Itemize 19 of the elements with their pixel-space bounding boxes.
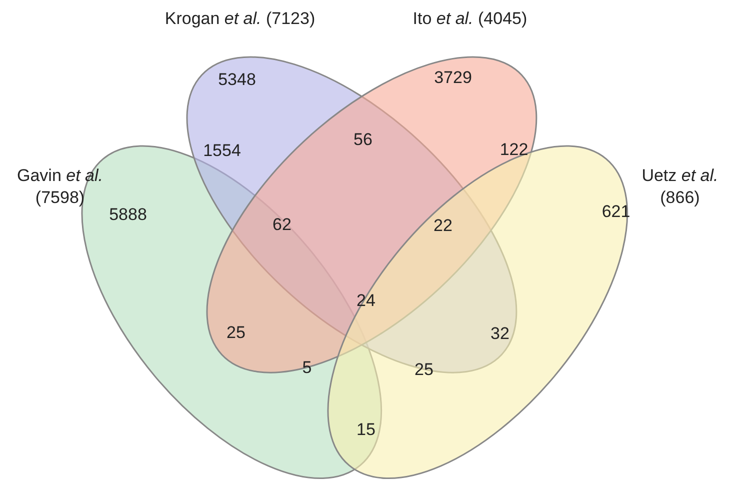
count-label: 122 <box>500 140 528 160</box>
count-label: 62 <box>272 215 292 235</box>
count-label: 5888 <box>109 205 147 225</box>
count-label: 22 <box>434 216 452 236</box>
count-label: 56 <box>354 130 372 150</box>
set-label: Ito et al. (4045) <box>412 8 528 30</box>
count-label: 1554 <box>203 141 241 161</box>
set-label: Krogan et al. (7123) <box>164 8 316 30</box>
count-label: 5348 <box>218 70 256 90</box>
count-label: 3729 <box>434 68 472 88</box>
count-label: 24 <box>356 291 376 311</box>
count-label: 15 <box>356 420 376 440</box>
count-label: 25 <box>414 360 434 380</box>
set-label: Uetz et al. (866) <box>640 164 720 209</box>
count-label: 32 <box>490 324 510 344</box>
count-label: 25 <box>226 323 246 343</box>
count-label: 621 <box>602 202 630 222</box>
set-label: Gavin et al. (7598) <box>16 164 104 209</box>
count-label: 5 <box>302 358 312 378</box>
